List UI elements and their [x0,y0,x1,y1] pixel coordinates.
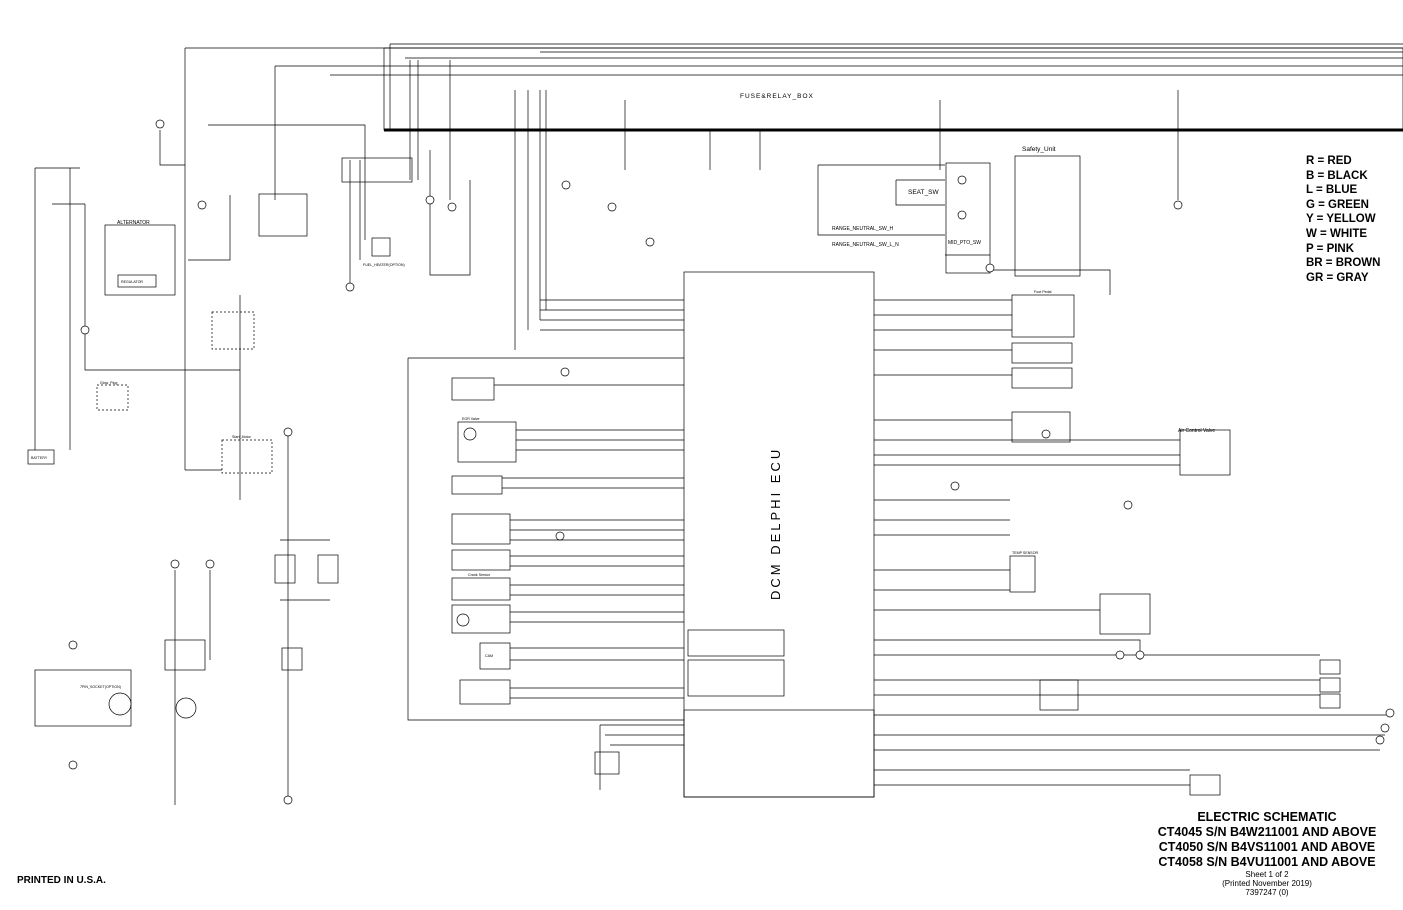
range-neutral-h-label: RANGE_NEUTRAL_SW_H [832,226,894,232]
seat-switch-label: SEAT_SW [908,189,939,196]
legend-item: BR = BROWN [1306,257,1381,270]
pin-socket-label: 7PIN_SOCKET(OPTION) [80,685,121,689]
legend-item: L = BLUE [1306,184,1358,197]
model-line: CT4058 S/N B4VU11001 AND ABOVE [1158,855,1376,869]
legend-item: P = PINK [1306,242,1355,255]
egr-valve-label: EGR Valve [462,417,480,421]
model-line: CT4045 S/N B4W211001 AND ABOVE [1157,825,1377,839]
legend-item: Y = YELLOW [1306,213,1376,226]
crank-sensor-label: Crank Sensor [468,573,491,577]
printed-date: (Printed November 2019) [1222,879,1312,888]
alternator-label: ALTERNATOR [117,220,150,226]
air-control-valve-label: Air Control Valve [1178,428,1215,434]
legend-item: G = GREEN [1306,198,1369,211]
cam-sensor-label: CAM [485,654,493,658]
sheet-number: Sheet 1 of 2 [1245,870,1289,879]
regulator-label: REGULATOR [121,280,143,284]
legend-item: W = WHITE [1306,227,1368,240]
title-block: ELECTRIC SCHEMATIC CT4045 S/N B4W211001 … [1137,810,1397,897]
range-neutral-l-label: RANGE_NEUTRAL_SW_L_N [832,242,899,248]
battery-label: BATTERY [31,456,48,460]
model-line: CT4050 S/N B4VS11001 AND ABOVE [1158,840,1376,854]
safety-unit-label: Safety_Unit [1022,146,1056,153]
ecu-label: DCM DELPHI ECU [768,447,783,600]
schematic-title: ELECTRIC SCHEMATIC [1197,810,1337,824]
start-motor-label: Start_Motor [232,435,252,439]
fuel-heater-label: FUEL_HEATER(OPTION) [363,263,405,267]
legend-item: B = BLACK [1306,169,1368,182]
wire-color-legend: R = RED B = BLACK L = BLUE G = GREEN Y =… [1306,154,1380,285]
foot-pedal-label: Foot Pedal [1034,290,1052,294]
legend-item: GR = GRAY [1306,271,1369,284]
temp-sensor-label: TEMP SENSOR [1012,551,1038,555]
legend-item: R = RED [1306,155,1352,167]
printed-in-usa: PRINTED IN U.S.A. [17,875,106,886]
document-number: 7397247 (0) [1245,888,1289,897]
mid-pto-switch-label: MID_PTO_SW [948,240,981,246]
glow-plug-label: Glow_Plug [100,381,117,385]
fuse-relay-box-label: FUSE&RELAY_BOX [740,93,814,100]
